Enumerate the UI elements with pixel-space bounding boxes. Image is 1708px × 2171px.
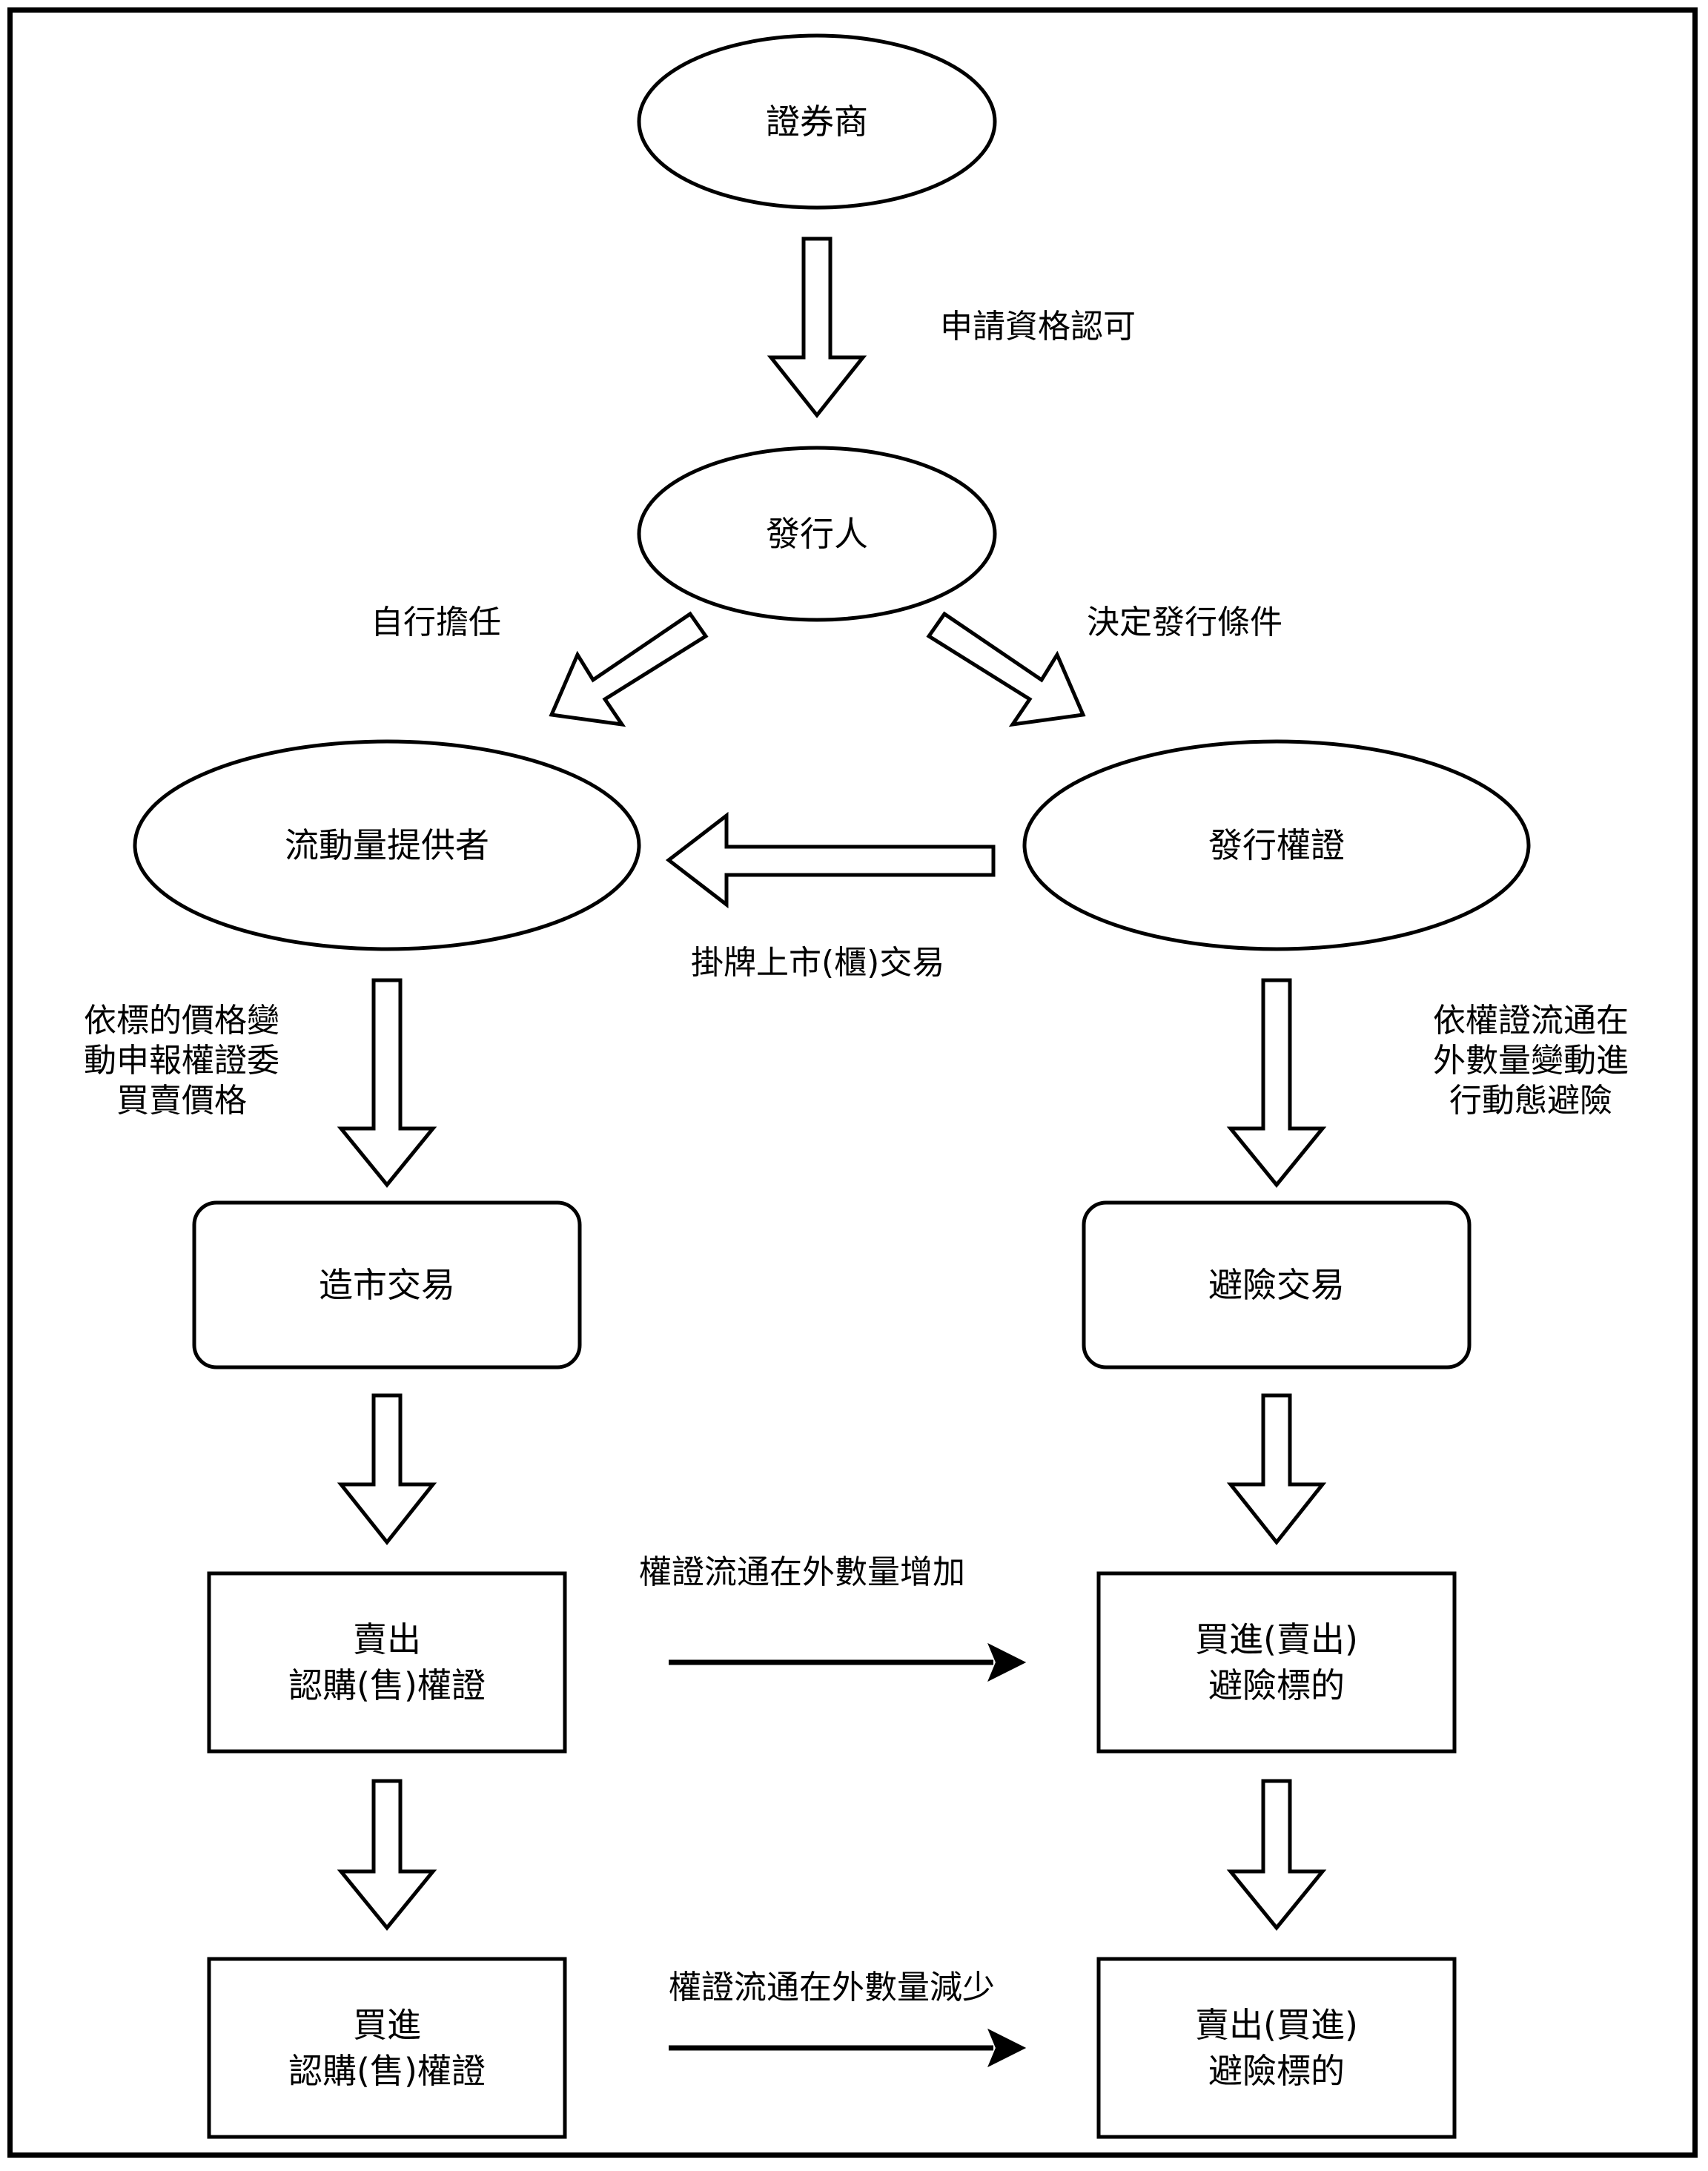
down-arrow-liquidity-marketmaking (337, 978, 437, 1188)
down-arrow-broker-issuer (767, 237, 867, 419)
increase-arrow-head (987, 1642, 1027, 1682)
issue-warrant-label: 發行權證 (1208, 825, 1345, 865)
issuer-label: 發行人 (766, 514, 868, 554)
left-arrow-issue-to-liquidity (665, 811, 996, 909)
down-arrow-marketmaking-sell (337, 1393, 437, 1546)
sell-hedge-box (1096, 1957, 1457, 2139)
quote-by-price-label: 依標的價格變 動申報權證委 買賣價格 (84, 1002, 279, 1120)
diagram-frame (7, 7, 1698, 2158)
sell-hedge-label: 賣出(買進) 避險標的 (1195, 2005, 1358, 2091)
diagonal-arrow-issuer-to-liquidity (549, 611, 709, 727)
market-making-box (192, 1200, 582, 1369)
apply-qualification-label: 申請資格認可 (940, 308, 1136, 346)
listing-label: 掛牌上市(櫃)交易 (691, 944, 945, 982)
hedging-label: 避險交易 (1208, 1265, 1345, 1305)
issuer-ellipse (637, 446, 997, 622)
liquidity-provider-label: 流動量提供者 (285, 825, 489, 865)
buy-hedge-box (1096, 1571, 1457, 1754)
broker-ellipse (637, 33, 997, 210)
outstanding-increase-label: 權證流通在外數量增加 (639, 1553, 965, 1591)
diagonal-arrow-issuer-to-issue (926, 611, 1086, 727)
decrease-arrow-head (987, 2028, 1027, 2068)
sell-warrant-box (207, 1571, 567, 1754)
liquidity-provider-ellipse (133, 739, 641, 951)
hedging-box (1082, 1200, 1472, 1369)
outstanding-decrease-label: 權證流通在外數量減少 (669, 1969, 995, 2006)
down-arrow-sell-buy (337, 1779, 437, 1931)
decide-terms-label: 決定發行條件 (1087, 604, 1282, 641)
hedge-by-outstanding-label: 依權證流通在 外數量變動進 行動態避險 (1433, 1002, 1629, 1120)
down-arrow-issue-hedging (1226, 978, 1327, 1188)
market-making-label: 造市交易 (319, 1265, 455, 1305)
sell-warrant-label: 賣出 認購(售)權證 (288, 1619, 486, 1705)
buy-warrant-label: 買進 認購(售)權證 (288, 2005, 486, 2091)
down-arrow-buyhedge-sellhedge (1226, 1779, 1327, 1931)
issue-warrant-ellipse (1022, 739, 1531, 951)
buy-hedge-label: 買進(賣出) 避險標的 (1195, 1619, 1358, 1705)
self-serve-label: 自行擔任 (371, 604, 501, 641)
down-arrow-hedging-buyhedge (1226, 1393, 1327, 1546)
buy-warrant-box (207, 1957, 567, 2139)
broker-label: 證券商 (766, 102, 868, 142)
